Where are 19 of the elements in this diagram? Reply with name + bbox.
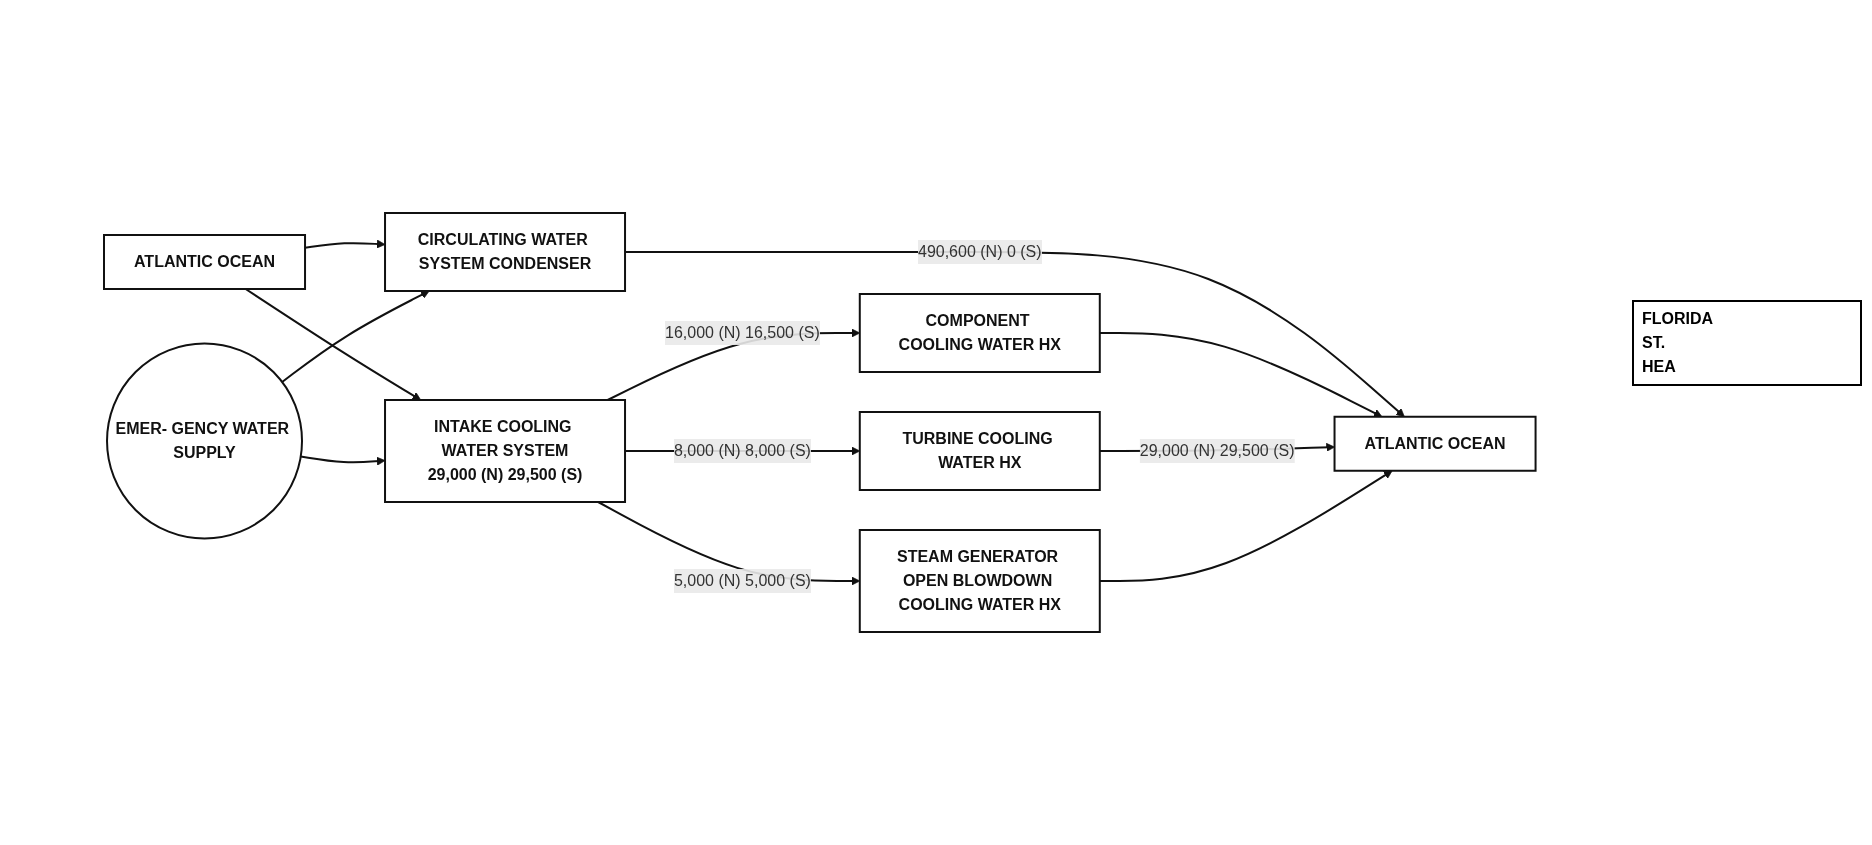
title-block-text: HEA [1642, 358, 1677, 376]
arrow [281, 290, 430, 383]
edge-label: 29,000 (N) 29,500 (S) [1140, 442, 1295, 459]
arrow [300, 455, 386, 466]
edge-label: 8,000 (N) 8,000 (S) [674, 442, 812, 459]
title-block-text: ST. [1642, 334, 1667, 352]
node-box: ATLANTIC OCEAN [103, 234, 307, 290]
node-box: COMPONENT COOLING WATER HX [859, 293, 1101, 373]
node-box: ATLANTIC OCEAN [1333, 415, 1537, 472]
node-box: INTAKE COOLING WATER SYSTEM 29,000 (N) 29,500 (S) [384, 399, 627, 503]
node-box: TURBINE COOLING WATER HX [859, 411, 1101, 491]
edge-label: 16,000 (N) 16,500 (S) [665, 324, 820, 341]
edge-label: 490,600 (N) 0 (S) [918, 243, 1042, 260]
node-box: STEAM GENERATOR OPEN BLOWDOWN COOLING WATER HX [859, 529, 1101, 633]
edge-label: 5,000 (N) 5,000 (S) [674, 572, 812, 589]
arrow [244, 288, 422, 401]
title-block-text: FLORIDA [1642, 310, 1715, 328]
node-box: CIRCULATING WATER SYSTEM CONDENSER [384, 212, 627, 292]
node-circle: EMER- GENCY WATER SUPPLY [106, 342, 304, 540]
